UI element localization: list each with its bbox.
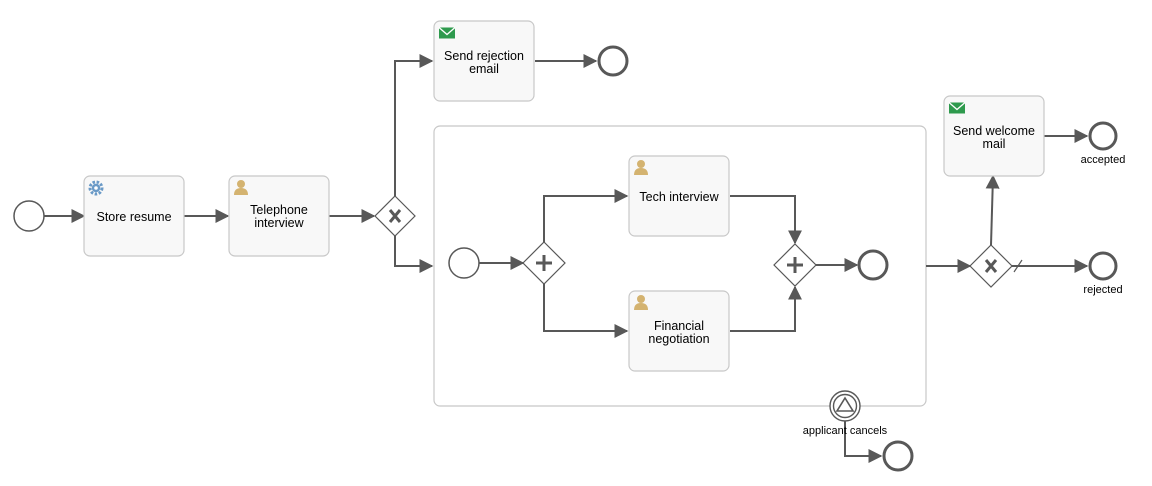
subprocess-end-event[interactable]	[857, 249, 889, 281]
boundary-signal-event[interactable]	[829, 390, 861, 422]
x-icon	[984, 259, 998, 273]
cancel-end-event[interactable]	[882, 440, 914, 472]
envelope-icon	[948, 101, 966, 115]
task-label: negotiation	[648, 332, 709, 346]
task-label: email	[469, 62, 499, 76]
rejected-end-event[interactable]	[1088, 251, 1118, 281]
parallel-split-gateway[interactable]	[522, 241, 566, 285]
start-event[interactable]	[13, 200, 45, 232]
sequence-flows	[44, 54, 1089, 463]
accepted-end-event[interactable]	[1088, 121, 1118, 151]
applicant-cancels-label: applicant cancels	[803, 425, 888, 437]
plus-icon	[536, 255, 552, 271]
exclusive-gateway[interactable]	[374, 195, 416, 237]
task-label: Tech interview	[639, 190, 719, 204]
parallel-join-gateway[interactable]	[773, 243, 817, 287]
exclusive-gateway-decision[interactable]	[969, 244, 1013, 288]
task-label: Telephone	[250, 203, 308, 217]
task-label: Send rejection	[444, 49, 524, 63]
plus-icon	[787, 257, 803, 273]
task-telephone-interview[interactable]: Telephone interview	[228, 175, 330, 257]
accepted-label: accepted	[1081, 154, 1126, 166]
subprocess-start-event[interactable]	[448, 247, 480, 279]
task-label: Store resume	[96, 210, 171, 224]
task-label: mail	[983, 137, 1006, 151]
rejected-label: rejected	[1083, 284, 1122, 296]
task-send-welcome-mail[interactable]: Send welcome mail	[943, 95, 1045, 177]
triangle-icon	[835, 396, 855, 412]
task-store-resume[interactable]: Store resume	[83, 175, 185, 257]
task-financial-negotiation[interactable]: Financial negotiation	[628, 290, 730, 372]
task-label: interview	[254, 216, 304, 230]
rejection-end-event[interactable]	[597, 45, 629, 77]
x-icon	[388, 209, 402, 223]
envelope-icon	[438, 26, 456, 40]
task-label: Send welcome	[953, 124, 1035, 138]
task-send-rejection-email[interactable]: Send rejection email	[433, 20, 535, 102]
task-tech-interview[interactable]: Tech interview	[628, 155, 730, 237]
task-label: Financial	[654, 319, 704, 333]
gear-icon	[88, 180, 104, 196]
